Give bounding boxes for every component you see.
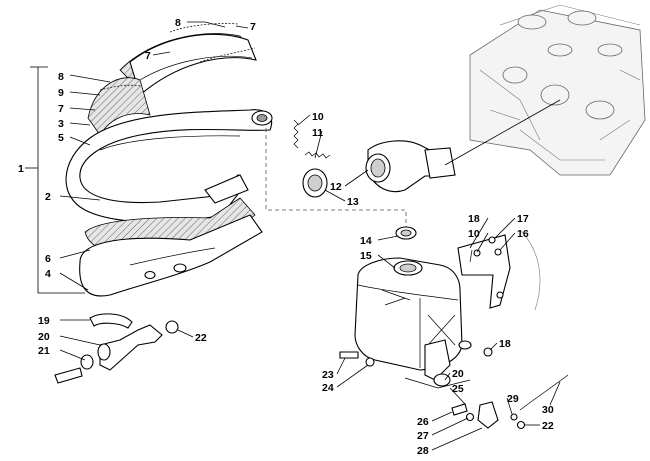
callout-2: 2 (45, 191, 51, 203)
callout-9: 9 (58, 87, 64, 99)
callout-7-top-right: 7 (250, 21, 256, 33)
gasket-ring (302, 168, 328, 198)
callout-18-top: 18 (468, 213, 480, 225)
mount-bracket (457, 229, 541, 311)
callout-17: 17 (517, 213, 529, 225)
callout-26: 26 (417, 416, 429, 428)
lower-right-hardware (339, 351, 569, 430)
callout-7-left: 7 (58, 103, 64, 115)
callout-12: 12 (330, 181, 342, 193)
exhaust-manifold (365, 140, 456, 193)
callout-5: 5 (58, 132, 64, 144)
callout-23: 23 (322, 369, 334, 381)
spring-bands (99, 23, 256, 91)
callout-10-right: 10 (468, 228, 480, 240)
leader-dashes (265, 99, 561, 228)
callout-24: 24 (322, 382, 334, 394)
callout-22-right: 22 (542, 420, 554, 432)
callout-18-right: 18 (499, 338, 511, 350)
callout-1: 1 (18, 163, 24, 175)
callout-4: 4 (45, 268, 51, 280)
callout-11: 11 (312, 127, 323, 139)
callout-27: 27 (417, 430, 429, 442)
callout-3: 3 (58, 118, 64, 130)
lower-left-hardware (54, 313, 179, 384)
callout-7-middle: 7 (145, 50, 151, 62)
springs (293, 119, 331, 159)
callout-8-top: 8 (175, 17, 181, 29)
engine-block (469, 4, 646, 176)
callout-21: 21 (38, 345, 50, 357)
callout-20-right: 20 (452, 368, 464, 380)
upper-heat-shield (87, 33, 257, 136)
leader-lines (59, 21, 561, 451)
callout-15: 15 (360, 250, 372, 262)
callout-14: 14 (360, 235, 372, 247)
callout-10-top: 10 (312, 111, 324, 123)
muffler (79, 197, 263, 297)
callout-8-left: 8 (58, 71, 64, 83)
callout-22-left: 22 (195, 332, 207, 344)
grommet (395, 226, 417, 240)
callout-28: 28 (417, 445, 429, 457)
exhaust-pipe (65, 109, 273, 223)
callout-29: 29 (507, 393, 519, 405)
callout-19: 19 (38, 315, 50, 327)
callout-labels: 1 2 3 4 5 6 7 7 7 8 8 9 10 10 11 12 13 1… (18, 17, 554, 457)
callout-13: 13 (347, 196, 359, 208)
callout-25: 25 (452, 383, 464, 395)
callout-20-left: 20 (38, 331, 50, 343)
group-bracket (37, 66, 85, 294)
resonator-box (354, 257, 472, 381)
callout-30: 30 (542, 404, 554, 416)
callout-6: 6 (45, 253, 51, 265)
callout-16: 16 (517, 228, 529, 240)
